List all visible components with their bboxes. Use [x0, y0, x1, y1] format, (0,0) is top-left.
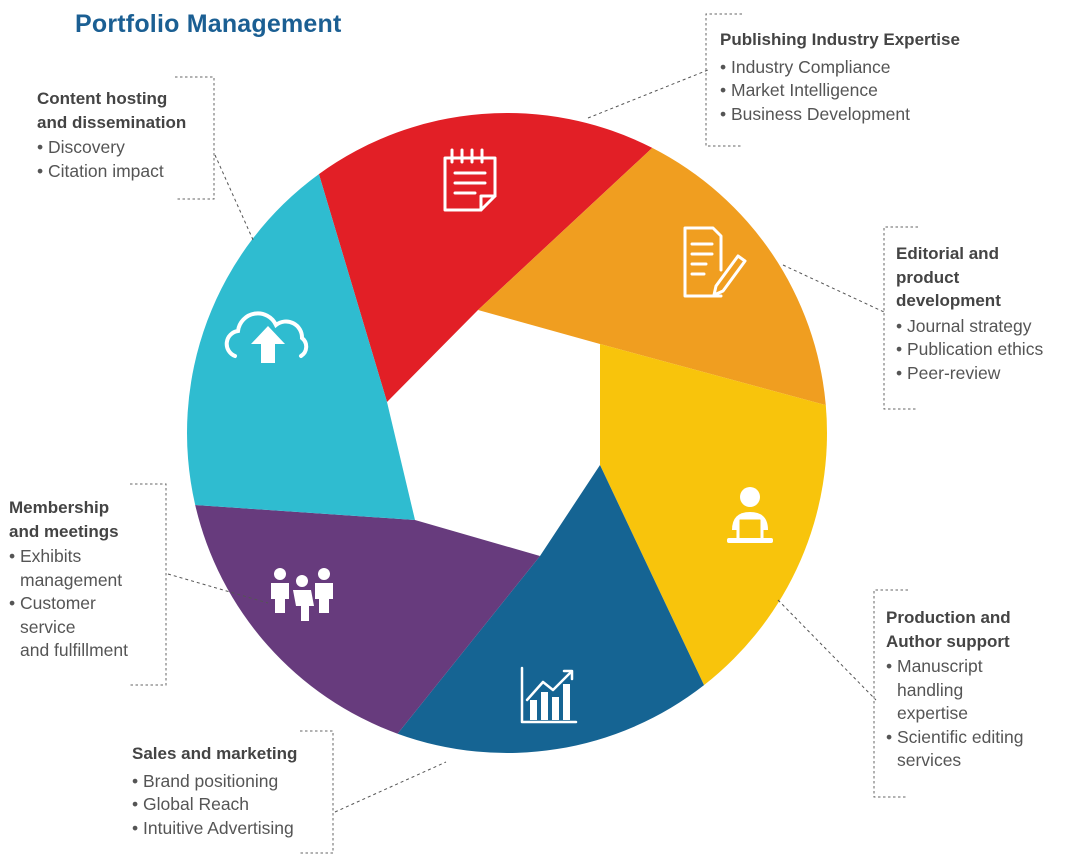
list-item: Market Intelligence: [720, 79, 960, 103]
bullet-list: Exhibits management Customer service and…: [9, 545, 128, 663]
list-item: Discovery: [37, 136, 186, 160]
segment-teal: [187, 174, 415, 520]
document-edit-icon: [683, 226, 747, 298]
bullet-list: Journal strategy Publication ethics Peer…: [896, 315, 1043, 386]
list-item: Brand positioning: [132, 770, 297, 794]
callout-heading: Sales and marketing: [132, 744, 298, 763]
bullet-list: Brand positioning Global Reach Intuitive…: [132, 770, 297, 841]
callout-heading: Content hosting: [37, 89, 168, 108]
bracket-content-hosting: [175, 76, 215, 200]
callout-publishing: Publishing Industry Expertise Industry C…: [720, 28, 960, 126]
segment-yellow: [600, 344, 827, 686]
list-item: Customer service and fulfillment: [9, 592, 128, 663]
list-item: Global Reach: [132, 793, 297, 817]
list-item: Intuitive Advertising: [132, 817, 297, 841]
leader-line-editorial: [782, 264, 885, 313]
segment-orange: [478, 147, 826, 406]
list-item-line: services: [897, 750, 962, 770]
callout-content-hosting: Content hosting and dissemination Discov…: [37, 87, 186, 183]
callout-production: Production and Author support Manuscript…: [886, 606, 1023, 773]
leader-line-sales: [334, 761, 447, 813]
callout-heading: Author support: [886, 631, 1010, 651]
bracket-membership: [130, 483, 167, 686]
callout-heading: development: [896, 291, 1001, 310]
callout-heading: product: [896, 267, 960, 287]
list-item-line: Manuscript: [897, 656, 983, 676]
list-item-line: Scientific editing: [897, 726, 1024, 747]
bullet-list: Discovery Citation impact: [37, 136, 186, 183]
cloud-upload-icon: [224, 311, 309, 363]
segment-red: [318, 113, 653, 402]
bullet-list: Industry Compliance Market Intelligence …: [720, 56, 960, 127]
leader-lines: [167, 69, 885, 813]
list-item-line: management: [20, 569, 123, 590]
list-item-line: Customer: [20, 593, 96, 613]
callout-heading: and meetings: [9, 521, 119, 541]
leader-line-content-hosting: [214, 154, 255, 243]
list-item: Industry Compliance: [720, 56, 960, 80]
user-laptop-icon: [727, 487, 773, 543]
people-group-icon: [271, 568, 333, 621]
page-title: Portfolio Management: [75, 10, 342, 38]
list-item-line: and fulfillment: [20, 640, 128, 660]
list-item-line: expertise: [897, 703, 969, 723]
segment-purple: [195, 504, 540, 734]
list-item: Publication ethics: [896, 338, 1043, 362]
list-item: Journal strategy: [896, 315, 1043, 339]
list-item-line: Exhibits: [20, 546, 82, 566]
list-item: Peer-review: [896, 362, 1043, 386]
callout-heading: Membership: [9, 498, 110, 517]
bracket-publishing: [705, 13, 742, 147]
bar-chart-growth-icon: [520, 666, 578, 724]
list-item-line: handling: [897, 679, 964, 700]
callout-heading: Production and: [886, 608, 1011, 627]
bullet-list: Manuscript handling expertise Scientific…: [886, 655, 1023, 773]
bracket-sales: [300, 730, 334, 854]
callout-heading: Editorial and: [896, 244, 999, 263]
list-item: Citation impact: [37, 160, 186, 184]
leader-line-membership: [167, 573, 269, 604]
list-item: Business Development: [720, 103, 960, 127]
callout-editorial: Editorial and product development Journa…: [896, 242, 1043, 385]
leader-line-publishing: [587, 69, 709, 119]
bracket-production: [873, 589, 908, 798]
leader-line-production: [777, 599, 877, 701]
callout-membership: Membership and meetings Exhibits managem…: [9, 496, 128, 663]
list-item: Manuscript handling expertise: [886, 655, 1023, 726]
callout-brackets: [130, 13, 918, 854]
bracket-editorial: [883, 226, 918, 410]
segment-blue: [397, 465, 705, 753]
callout-heading: Publishing Industry Expertise: [720, 30, 960, 49]
list-item: Exhibits management: [9, 545, 128, 592]
list-item-line: service: [20, 616, 76, 637]
notepad-icon: [443, 148, 497, 212]
callout-heading: and dissemination: [37, 112, 187, 132]
list-item: Scientific editing services: [886, 726, 1023, 773]
callout-sales: Sales and marketing Brand positioning Gl…: [132, 742, 297, 840]
